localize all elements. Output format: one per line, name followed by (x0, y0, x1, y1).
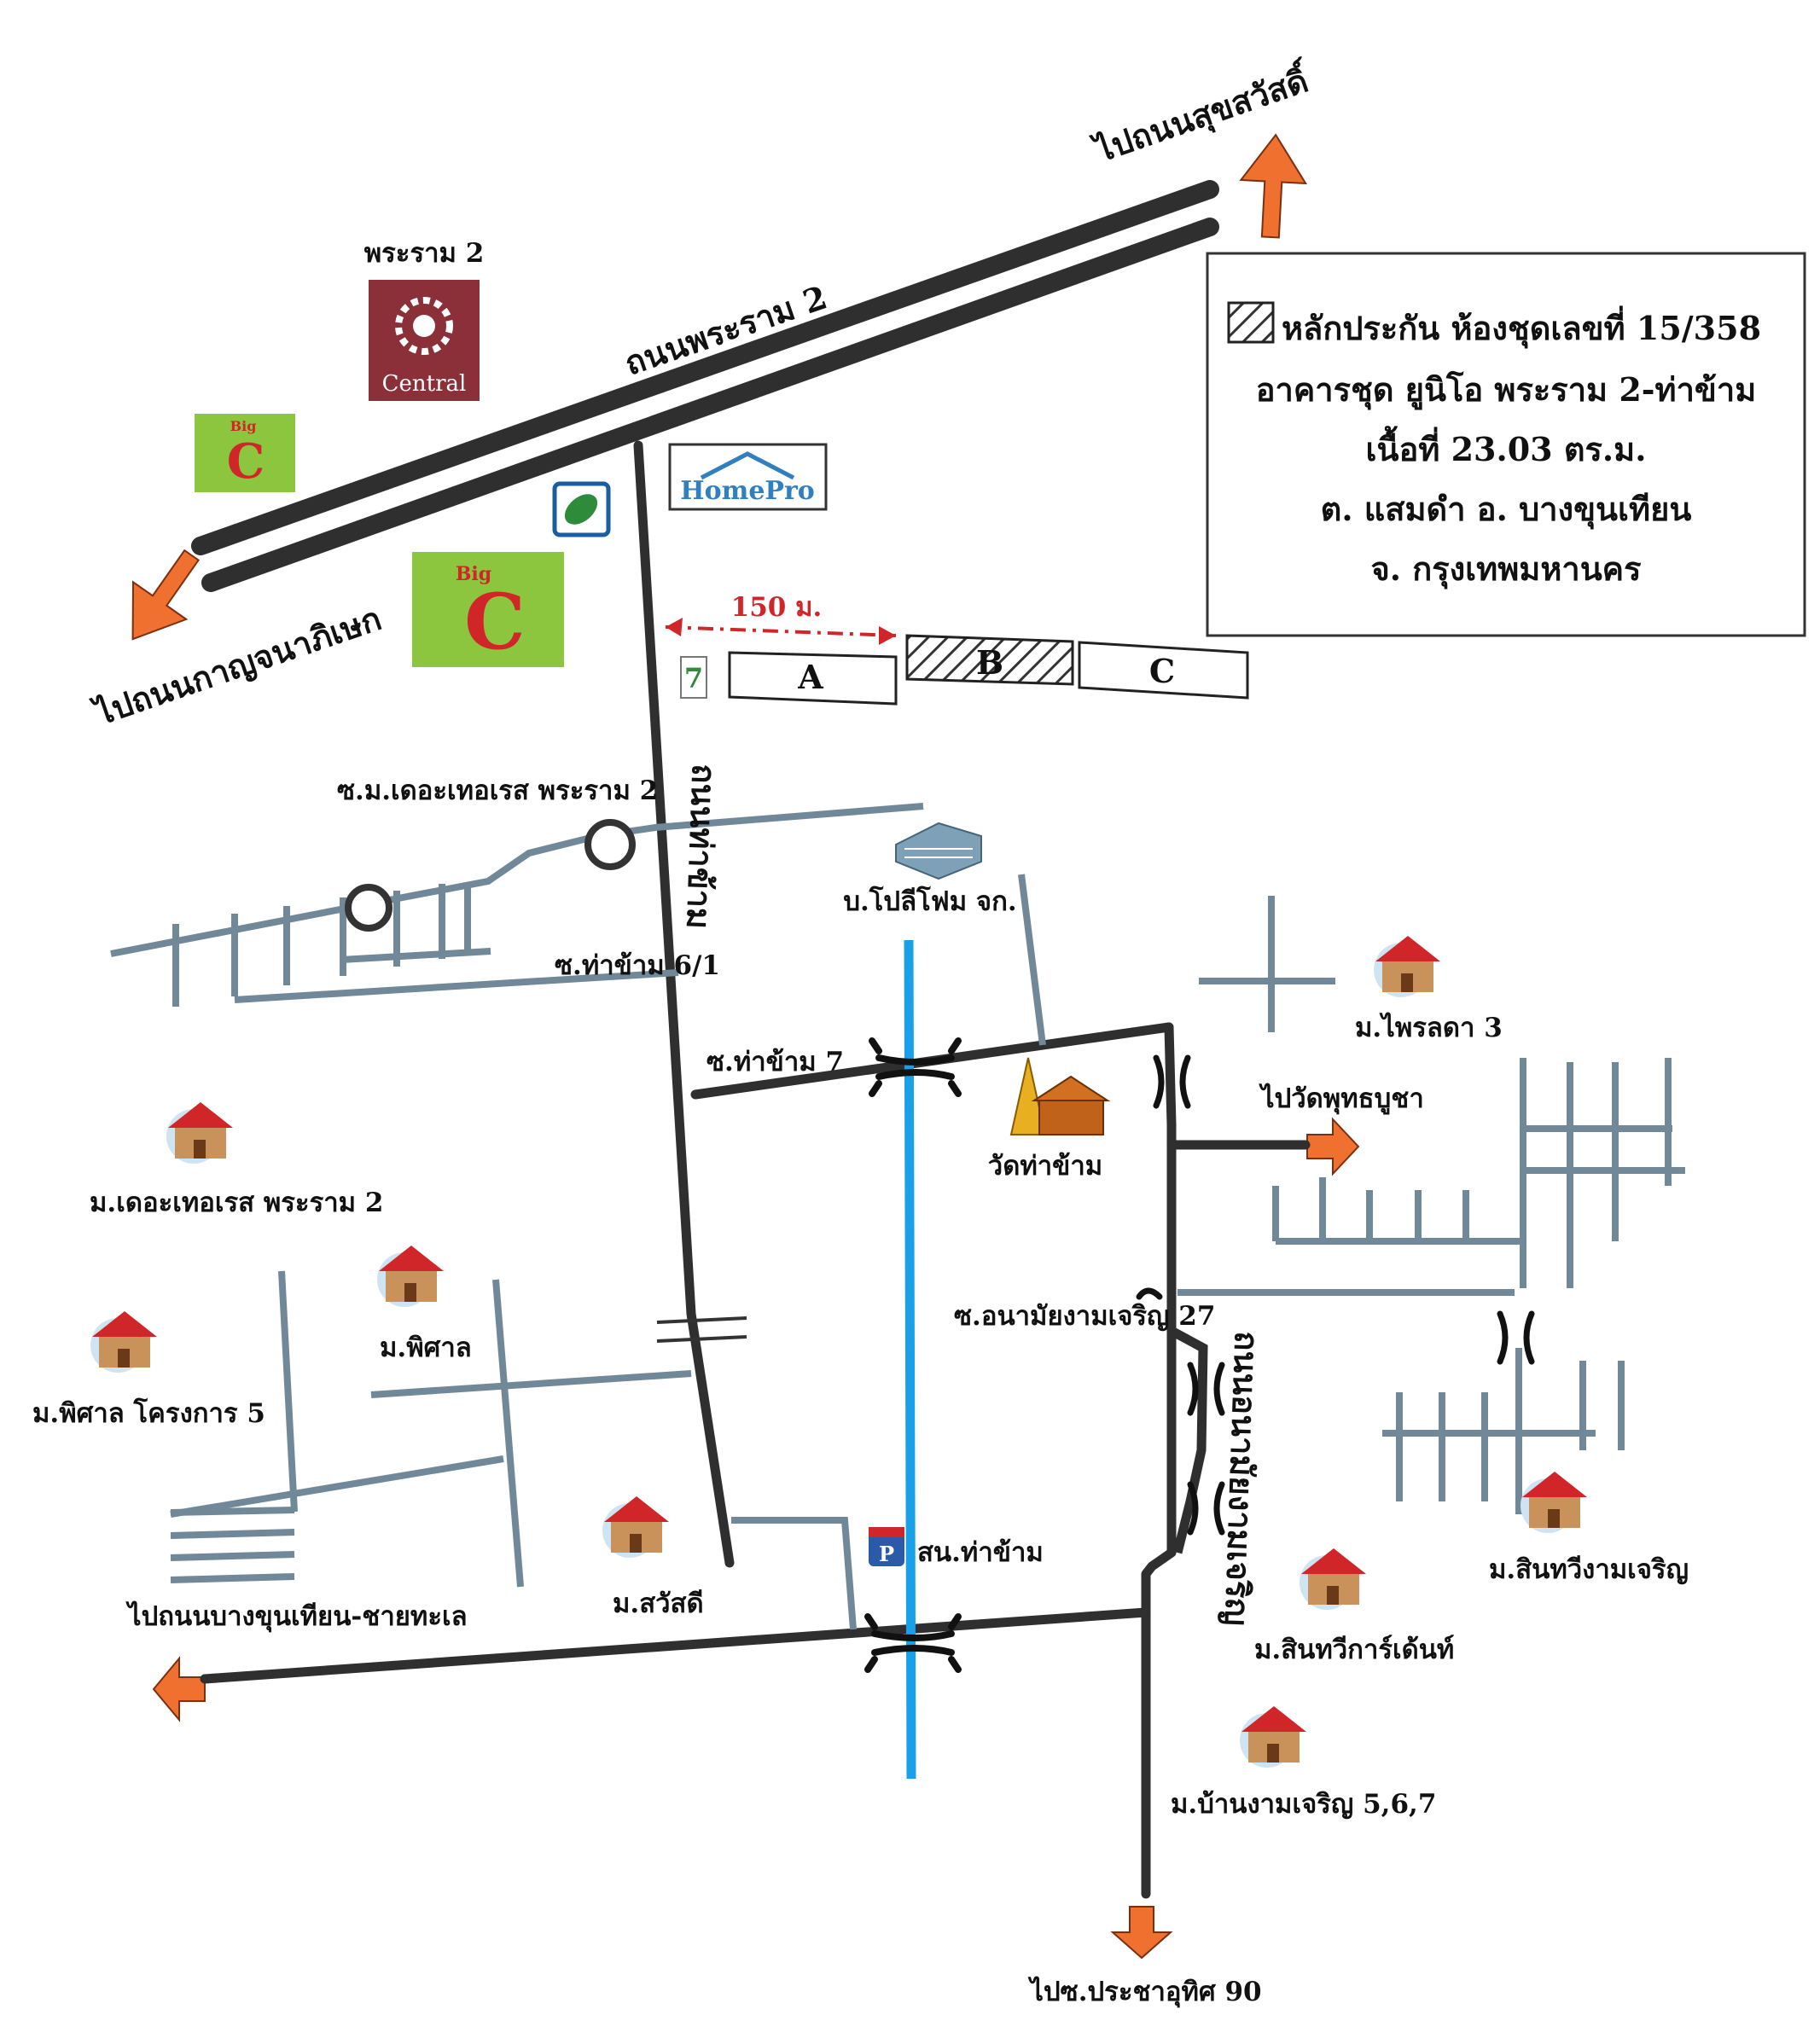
main-roads (200, 440, 1311, 1899)
info-box: หลักประกัน ห้องชุดเลขที่ 15/358 อาคารชุด… (1206, 252, 1806, 637)
road-nam-yamjaroen (1169, 1327, 1208, 1554)
svg-text:Central: Central (382, 371, 467, 397)
phutthabucha-road-label: ถนนอนามัยงามเจริญ (1218, 1331, 1266, 1627)
to-bangkhunthian-label: ไปถนนบางขุนเทียน-ชายทะเล (125, 1600, 468, 1633)
district-office-label: สน.ท่าข้าม (917, 1537, 1044, 1568)
info-line-5: จ. กรุงเทพมหานคร (1370, 549, 1642, 589)
bridge-icon-3 (1136, 1054, 1535, 1536)
svg-text:A: A (797, 658, 823, 696)
info-line-4: ต. แสมดำ อ. บางขุนเทียน (1321, 490, 1692, 530)
village-ban-yamjaroen-label: ม.บ้านงามเจริญ 5,6,7 (1171, 1789, 1436, 1820)
soi-27-label: ซ.อนามัยงามเจริญ 27 (954, 1301, 1215, 1332)
svg-text:Big: Big (230, 418, 257, 434)
info-line-1: หลักประกัน ห้องชุดเลขที่ 15/358 (1282, 305, 1761, 349)
factory-label: บ.โปลีโฟม จก. (843, 886, 1016, 917)
svg-text:HomePro: HomePro (680, 476, 815, 506)
building-a: A (728, 651, 898, 706)
distance-line (665, 625, 897, 637)
building-b-collateral: B (905, 634, 1074, 686)
village-phisan-label: ม.พิศาล (380, 1333, 472, 1363)
village-sinthawee-label: ม.สินทวีงามเจริญ (1489, 1554, 1689, 1585)
bigc-logo-small: Big C (195, 414, 295, 492)
arrow-watputtabucha-icon (1306, 1117, 1360, 1176)
highway-rama2 (191, 180, 1219, 592)
central-logo: Central (369, 280, 480, 401)
village-sawasdee-label: ม.สวัสดี (613, 1588, 704, 1619)
arrow-kanchanaphisek-icon (131, 549, 200, 641)
building-c: C (1078, 641, 1249, 700)
homepro-logo: HomePro (668, 443, 828, 511)
svg-text:B: B (976, 643, 1003, 682)
soi-terrace-label: ซ.ม.เดอะเทอเรส พระราม 2 (337, 775, 658, 806)
canal (904, 939, 916, 1780)
village-terrace-label: ม.เดอะเทอเรส พระราม 2 (90, 1188, 383, 1218)
minor-streets (110, 803, 1685, 1630)
road-break-icon (656, 1316, 747, 1343)
collateral-hatch-icon (1227, 301, 1275, 344)
roundabout-icon-2 (345, 884, 392, 932)
village-phisan5-label: ม.พิศาล โครงการ 5 (32, 1397, 265, 1429)
village-sinthawee-garden-label: ม.สินทวีการ์เด้นท์ (1254, 1635, 1454, 1665)
house-icon-village (90, 936, 1587, 1768)
svg-text:7: 7 (684, 662, 703, 694)
info-line-3: เนื้อที่ 23.03 ตร.ม. (1366, 426, 1647, 468)
bridge-icon (869, 1037, 962, 1097)
to-pracha-uthit-label: ไปซ.ประชาอุทิศ 90 (1027, 1976, 1261, 2008)
arrow-bangkhunthian-icon (152, 1656, 206, 1722)
main-road-label: ถนนท่าข้าม (679, 764, 724, 930)
seven-eleven-logo: 7 (680, 656, 707, 699)
soi-6-1-label: ซ.ท่าข้าม 6/1 (555, 950, 720, 981)
arrow-pracha-uthit-icon (1110, 1906, 1173, 1960)
svg-text:C: C (464, 577, 526, 667)
distance-label: 150 ม. (731, 592, 823, 623)
bridge-icon-2 (864, 1613, 962, 1673)
svg-text:C: C (227, 433, 265, 490)
central-label: พระราม 2 (364, 238, 485, 269)
temple-label: วัดท่าข้าม (988, 1151, 1102, 1182)
soi-7-label: ซ.ท่าข้าม 7 (706, 1047, 844, 1077)
svg-text:P: P (879, 1542, 894, 1566)
village-phraiphailada-label: ม.ไพรลดา 3 (1355, 1012, 1503, 1043)
svg-text:Big: Big (456, 563, 491, 585)
bigc-logo-large: Big C (412, 552, 564, 667)
roundabout-icon (584, 819, 636, 870)
factory-icon (895, 822, 982, 880)
parking-icon: P (869, 1527, 904, 1566)
temple-icon (1009, 1057, 1111, 1135)
info-line-2: อาคารชุด ยูนิโอ พระราม 2-ท่าข้าม (1256, 370, 1757, 410)
ptt-logo (552, 481, 611, 537)
svg-text:C: C (1149, 652, 1175, 690)
arrow-sukhumvit-icon (1239, 133, 1308, 239)
to-watputtabucha-label: ไปวัดพุทธบูชา (1259, 1083, 1424, 1115)
